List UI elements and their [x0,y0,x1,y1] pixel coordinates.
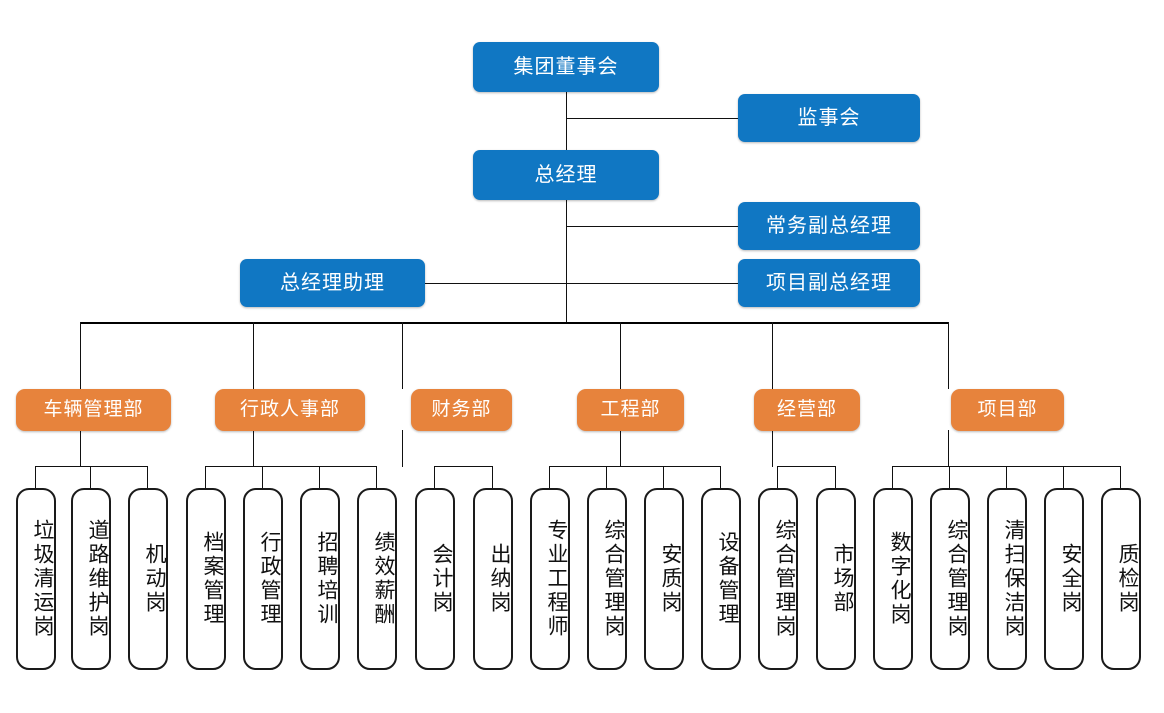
node-department-project[interactable]: 项目部 [951,389,1064,431]
connector-dept-3-post-2 [492,466,493,488]
node-project-deputy-gm[interactable]: 项目副总经理 [738,259,920,307]
node-post-operations-general-management[interactable]: 综合管理岗 [758,488,798,670]
connector-dept-4-bus [549,466,720,467]
connector-dept-2-post-3 [319,466,320,488]
connector-dept-2-post-4 [376,466,377,488]
node-post-performance-compensation[interactable]: 绩效薪酬 [357,488,397,670]
connector-dept-1-post-3 [147,466,148,488]
node-post-safety-quality[interactable]: 安质岗 [644,488,684,670]
node-post-cashier[interactable]: 出纳岗 [473,488,513,670]
node-post-engineering-general-management[interactable]: 综合管理岗 [587,488,627,670]
connector-bus-to-dept-3 [402,322,403,389]
node-post-recruitment-training[interactable]: 招聘培训 [300,488,340,670]
connector-bus-to-dept-2 [253,322,254,389]
connector-dept-4-post-4 [720,466,721,488]
node-department-finance[interactable]: 财务部 [411,389,512,431]
connector-dept-4-post-1 [549,466,550,488]
connector-dept-5-drop [772,430,773,467]
node-executive-deputy-gm[interactable]: 常务副总经理 [738,202,920,250]
connector-bus-to-dept-6 [948,322,949,389]
node-department-vehicle-management[interactable]: 车辆管理部 [16,389,171,431]
connector-dept-2-bus [205,466,376,467]
node-post-garbage-transport[interactable]: 垃圾清运岗 [16,488,56,670]
connector-gm-to-bus [566,200,567,323]
connector-dept-6-post-3 [1006,466,1007,488]
connector-dept-6-post-4 [1063,466,1064,488]
node-post-safety[interactable]: 安全岗 [1044,488,1084,670]
connector-dept-1-bus [35,466,147,467]
node-post-market[interactable]: 市场部 [816,488,856,670]
connector-board-to-supervisory [566,118,738,119]
node-board[interactable]: 集团董事会 [473,42,659,92]
node-supervisory-board[interactable]: 监事会 [738,94,920,142]
connector-dept-3-post-1 [434,466,435,488]
connector-dept-1-post-2 [90,466,91,488]
connector-gm-to-assistant [425,283,566,284]
connector-gm-to-project-deputy [566,283,738,284]
connector-board-to-gm [566,92,567,174]
node-department-admin-hr[interactable]: 行政人事部 [215,389,365,431]
node-post-equipment-management[interactable]: 设备管理 [701,488,741,670]
connector-dept-1-post-1 [35,466,36,488]
connector-dept-5-post-1 [777,466,778,488]
node-department-engineering[interactable]: 工程部 [577,389,684,431]
node-post-administrative-management[interactable]: 行政管理 [243,488,283,670]
node-post-cleaning-sanitation[interactable]: 清扫保洁岗 [987,488,1027,670]
connector-gm-to-executive-deputy [566,226,738,227]
connector-dept-5-bus [777,466,835,467]
connector-dept-2-post-1 [205,466,206,488]
node-post-road-maintenance[interactable]: 道路维护岗 [71,488,111,670]
connector-dept-3-bus [434,466,492,467]
connector-dept-4-post-3 [663,466,664,488]
connector-dept-5-post-2 [835,466,836,488]
node-post-accounting[interactable]: 会计岗 [415,488,455,670]
connector-dept-6-post-2 [949,466,950,488]
connector-dept-2-post-2 [262,466,263,488]
node-general-manager[interactable]: 总经理 [473,150,659,200]
connector-dept-1-drop [80,430,81,467]
connector-bus-to-dept-1 [80,322,81,389]
node-post-professional-engineer[interactable]: 专业工程师 [530,488,570,670]
node-department-operations[interactable]: 经营部 [754,389,860,431]
connector-bus-to-dept-5 [772,322,773,389]
connector-dept-6-post-1 [892,466,893,488]
connector-dept-6-post-5 [1120,466,1121,488]
node-post-quality-inspection[interactable]: 质检岗 [1101,488,1141,670]
connector-dept-2-drop [253,430,254,467]
node-post-digitalization[interactable]: 数字化岗 [873,488,913,670]
node-post-mobile-duty[interactable]: 机动岗 [128,488,168,670]
department-bus [80,322,949,324]
connector-bus-to-dept-4 [620,322,621,389]
connector-dept-3-drop [402,430,403,467]
node-gm-assistant[interactable]: 总经理助理 [240,259,425,307]
node-post-project-general-management[interactable]: 综合管理岗 [930,488,970,670]
connector-dept-4-post-2 [606,466,607,488]
node-post-archive-management[interactable]: 档案管理 [186,488,226,670]
connector-dept-6-drop [948,430,949,467]
connector-dept-4-drop [620,430,621,467]
